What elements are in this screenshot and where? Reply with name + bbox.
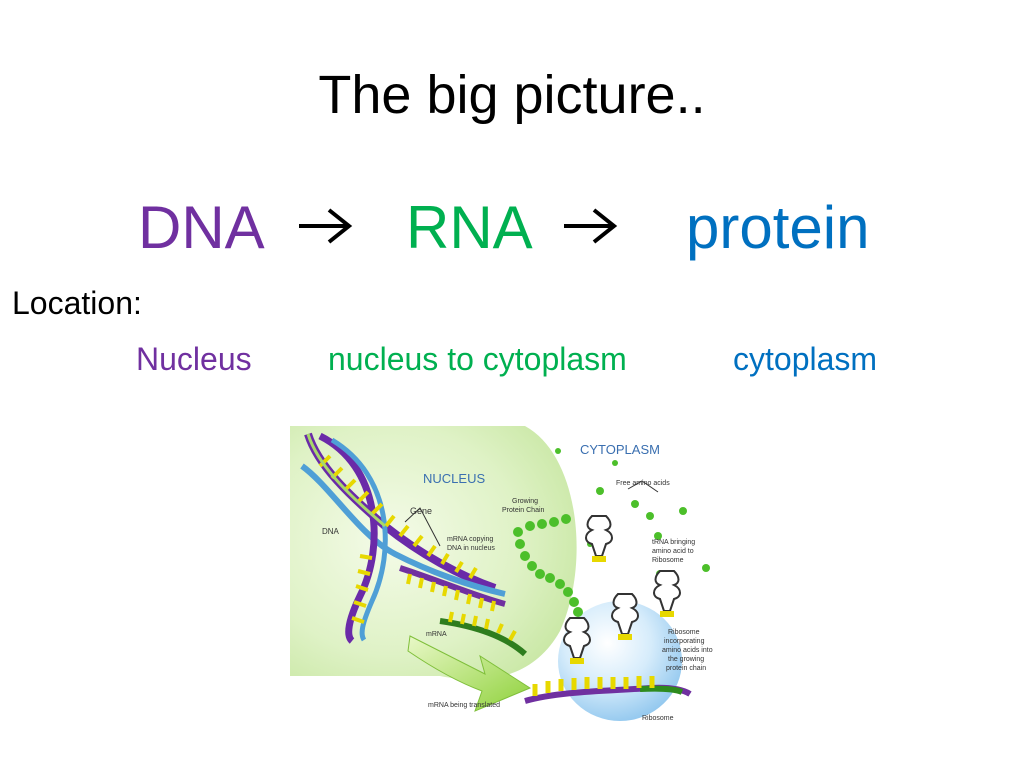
trna-molecule [653, 570, 681, 617]
ribosome-label: Ribosome [642, 715, 674, 722]
trna-label: tRNA bringing [652, 539, 695, 546]
mrna-strand [439, 611, 528, 657]
nucleus-label: NUCLEUS [423, 471, 485, 486]
mrna-in-nucleus [399, 565, 506, 612]
location-nucleus-to-cytoplasm: nucleus to cytoplasm [328, 341, 627, 377]
trna-molecule [611, 593, 639, 640]
trna-molecule [585, 515, 613, 562]
location-nucleus: Nucleus [136, 341, 252, 377]
protein-chain [513, 514, 583, 617]
flow-protein-label: protein [686, 194, 870, 261]
mrna-label: mRNA [426, 631, 447, 638]
mrna-copying-label: mRNA copying [447, 536, 493, 543]
arrow-right-icon [299, 208, 353, 244]
ribosome-incorporating-label: protein chain [666, 665, 706, 672]
trna-label: Ribosome [652, 557, 684, 564]
location-cytoplasm: cytoplasm [733, 341, 878, 377]
mrna-translated-label: mRNA being translated [428, 702, 500, 709]
transport-arrow [407, 635, 532, 712]
location-label: Location: [12, 285, 142, 321]
arrow-right-icon [564, 208, 618, 244]
ribosome-incorporating-label: the growing [668, 656, 704, 663]
protein-synthesis-diagram: NUCLEUS CYTOPLASM DNA Gene mRNA copying … [290, 426, 735, 726]
mrna-being-translated [524, 676, 692, 704]
ribosome-incorporating-label: incorporating [664, 638, 705, 645]
slide-title: The big picture.. [318, 65, 706, 125]
free-amino-acids [555, 448, 710, 578]
ribosome-incorporating-label: Ribosome [668, 629, 700, 636]
mrna-copying-label: DNA in nucleus [447, 545, 495, 552]
dna-label: DNA [322, 527, 340, 536]
trna-molecule [563, 617, 591, 664]
trna-label: amino acid to [652, 548, 694, 555]
nucleus-region [290, 426, 577, 680]
ribosome-incorporating-label: amino acids into [662, 647, 713, 654]
dna-helix [300, 432, 506, 644]
growing-chain-label: Growing [512, 498, 538, 505]
growing-chain-label: Protein Chain [502, 507, 545, 514]
free-amino-acids-label: Free amino acids [616, 480, 670, 487]
flow-dna-label: DNA [138, 194, 265, 261]
flow-rna-label: RNA [406, 194, 533, 261]
gene-label: Gene [410, 506, 432, 516]
cytoplasm-label: CYTOPLASM [580, 442, 660, 457]
